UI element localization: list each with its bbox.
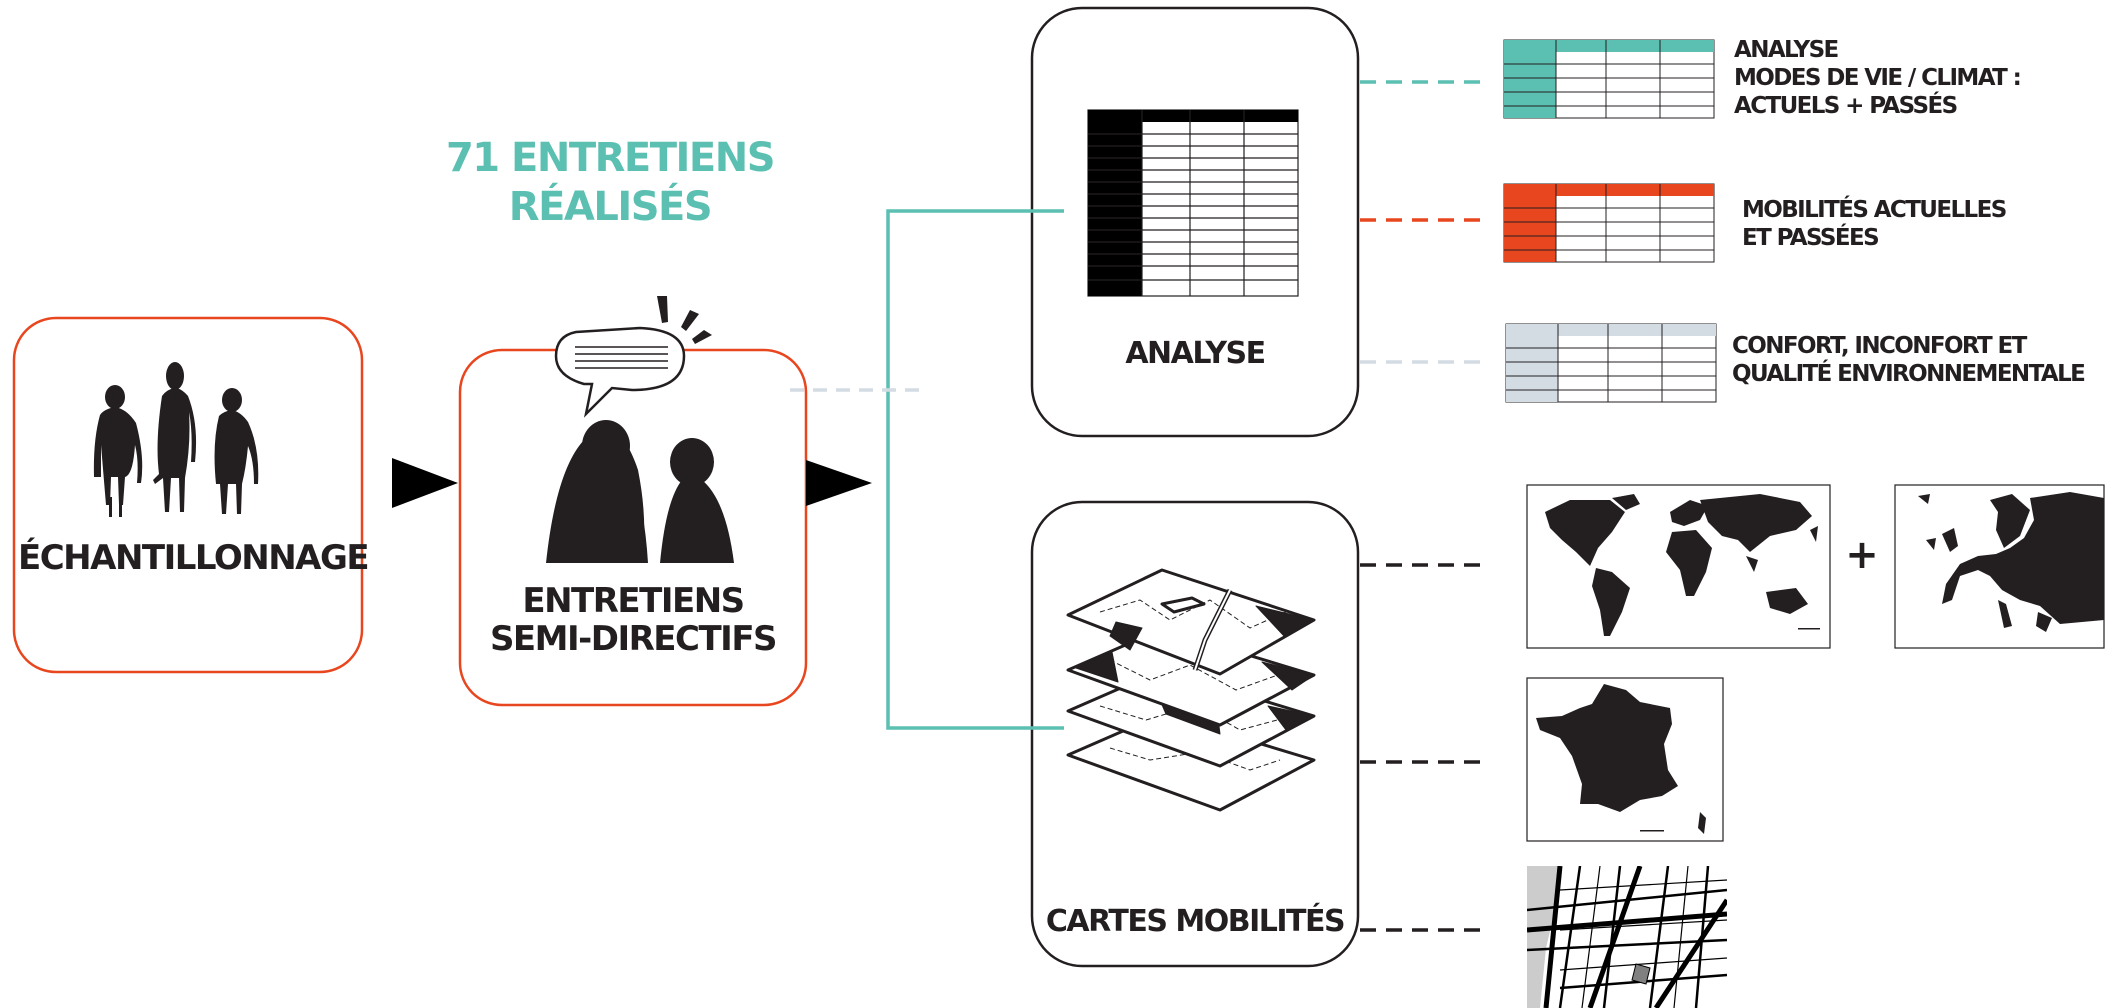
red-table-icon <box>1503 183 1715 263</box>
analysis-box <box>1030 6 1360 438</box>
arrow-to-interviews <box>392 458 458 508</box>
france-map-icon <box>1526 677 1724 842</box>
interviews-label-line2: SEMI-DIRECTIFS <box>489 619 778 660</box>
people-group-icon <box>93 362 259 517</box>
sampling-label: ÉCHANTILLONNAGE <box>18 538 370 578</box>
output-2-line1: MOBILITÉS ACTUELLES <box>1742 197 2007 223</box>
table-icon <box>1087 109 1299 297</box>
interviews-label-line1: ENTRETIENS <box>522 581 745 621</box>
layered-maps-icon <box>1066 568 1316 812</box>
output-2-label: MOBILITÉS ACTUELLES ET PASSÉES <box>1742 196 2007 252</box>
city-street-map-icon <box>1527 866 1727 1008</box>
interviews-label: ENTRETIENS SEMI-DIRECTIFS <box>472 582 794 658</box>
exclamation-marks-icon <box>657 296 712 344</box>
plus-sign: + <box>1845 532 1879 578</box>
interviews-count-title: 71 ENTRETIENS RÉALISÉS <box>440 134 780 232</box>
interview-people-icon <box>546 420 734 563</box>
maps-box <box>1030 500 1360 968</box>
output-2-line2: ET PASSÉES <box>1742 225 1880 252</box>
output-3-line1: CONFORT, INCONFORT ET <box>1732 333 2027 359</box>
teal-connector <box>886 209 1064 730</box>
output-1-line3: ACTUELS + PASSÉS <box>1734 93 1958 120</box>
arrow-to-analysis <box>806 460 872 506</box>
interviews-count-line2: RÉALISÉS <box>508 183 713 230</box>
output-3-label: CONFORT, INCONFORT ET QUALITÉ ENVIRONNEM… <box>1732 332 2086 388</box>
europe-map-icon <box>1894 484 2105 649</box>
speech-bubble-icon <box>554 326 686 418</box>
teal-table-icon <box>1503 39 1715 119</box>
sampling-box <box>12 316 364 674</box>
analysis-label: ANALYSE <box>1125 336 1266 371</box>
grey-table-icon <box>1505 323 1717 403</box>
output-1-line2: MODES DE VIE / CLIMAT : <box>1734 65 2022 92</box>
world-map-icon <box>1526 484 1831 649</box>
output-3-line2: QUALITÉ ENVIRONNEMENTALE <box>1732 361 2086 388</box>
interviews-count-line1: 71 ENTRETIENS <box>445 135 776 181</box>
output-1-line1: ANALYSE <box>1734 37 1839 63</box>
output-1-label: ANALYSE MODES DE VIE / CLIMAT : ACTUELS … <box>1734 36 2022 120</box>
maps-label: CARTES MOBILITÉS <box>1045 904 1346 939</box>
